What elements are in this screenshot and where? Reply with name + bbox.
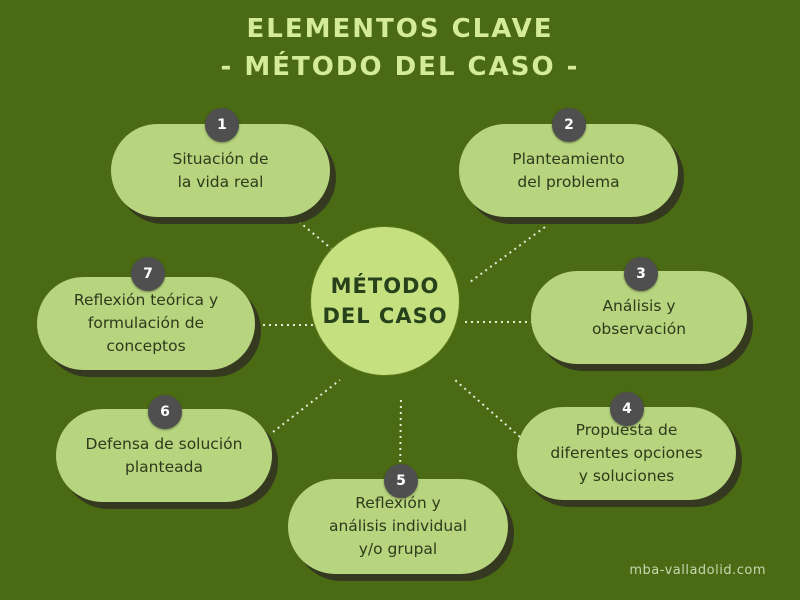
center-label: MÉTODO DEL CASO: [322, 274, 448, 328]
node-4-badge: 4: [610, 392, 644, 426]
node-1-badge: 1: [205, 108, 239, 142]
connector-6: [272, 379, 341, 433]
connector-1: [284, 209, 346, 261]
node-6-label: Defensa de solución planteada: [85, 434, 243, 476]
node-2-label: Planteamiento del problema: [512, 149, 625, 191]
connector-2: [469, 226, 546, 283]
node-4-label: Propuesta de diferentes opciones y soluc…: [550, 421, 703, 485]
node-1-label: Situación de la vida real: [172, 149, 269, 191]
node-3-label: Análisis y observación: [591, 296, 687, 338]
center-circle: MÉTODO DEL CASO: [311, 227, 459, 375]
title-line-2: - MÉTODO DEL CASO -: [220, 52, 580, 82]
connector-4: [454, 379, 521, 438]
node-7-badge: 7: [131, 257, 165, 291]
node-6-badge: 6: [148, 395, 182, 429]
node-2-badge: 2: [552, 108, 586, 142]
node-7: Reflexión teórica y formulación de conce…: [37, 277, 255, 370]
node-3-badge: 3: [624, 257, 658, 291]
node-5-label: Reflexión y análisis individual y/o grup…: [328, 494, 468, 558]
footer-watermark: mba-valladolid.com: [629, 563, 766, 578]
node-5-badge: 5: [384, 464, 418, 498]
connector-5: [399, 395, 402, 481]
node-7-label: Reflexión teórica y formulación de conce…: [73, 291, 219, 355]
title-line-1: ELEMENTOS CLAVE: [246, 14, 554, 44]
